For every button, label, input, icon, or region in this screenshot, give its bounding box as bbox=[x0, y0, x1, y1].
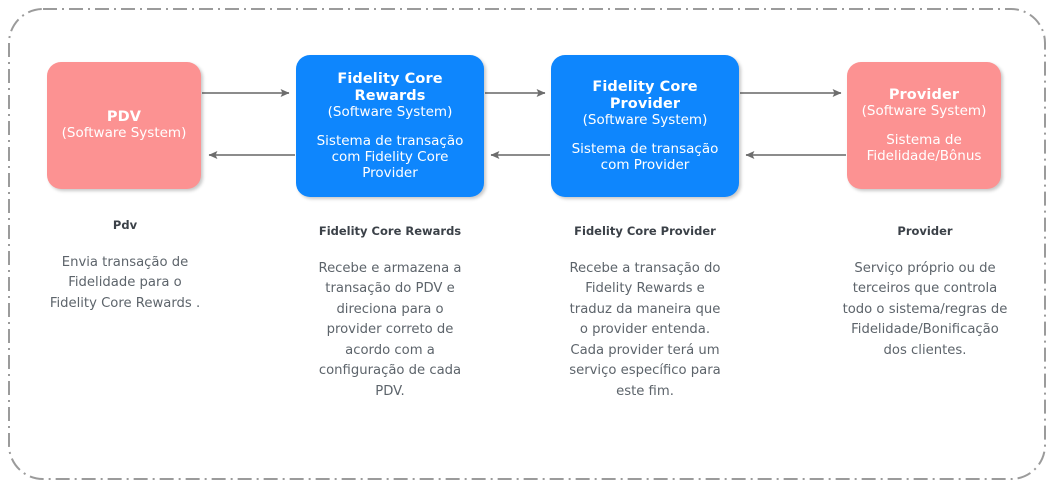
caption-title-provider: Provider bbox=[897, 224, 953, 238]
system-desc-provider: Sistema de Fidelidade/Bônus bbox=[866, 131, 982, 164]
system-subtitle-pdv: (Software System) bbox=[61, 125, 187, 142]
caption-body-fidelity-core-provider: Recebe a transação do Fidelity Rewards e… bbox=[569, 261, 721, 399]
system-subtitle-provider: (Software System) bbox=[861, 102, 987, 119]
system-subtitle-fidelity-core-provider: (Software System) bbox=[582, 111, 708, 128]
caption-body-pdv: Envia transação de Fidelidade para o Fid… bbox=[49, 255, 201, 311]
system-title-pdv: PDV bbox=[106, 108, 142, 125]
caption-title-fidelity-core-provider: Fidelity Core Provider bbox=[574, 224, 716, 238]
system-title-provider: Provider bbox=[888, 86, 960, 103]
caption-pdv: Pdv Envia transação de Fidelidade para o… bbox=[36, 218, 214, 314]
caption-fidelity-core-provider: Fidelity Core Provider Recebe a transaçã… bbox=[543, 224, 747, 402]
caption-fidelity-core-rewards: Fidelity Core Rewards Recebe e armazena … bbox=[288, 224, 492, 402]
caption-body-fidelity-core-rewards: Recebe e armazena a transação do PDV e d… bbox=[318, 261, 462, 399]
system-desc-fidelity-core-rewards: Sistema de transação com Fidelity Core P… bbox=[316, 132, 464, 181]
caption-title-fidelity-core-rewards: Fidelity Core Rewards bbox=[318, 224, 462, 238]
caption-body-provider: Serviço próprio ou de terceiros que cont… bbox=[842, 261, 1008, 358]
system-title-fidelity-core-rewards: Fidelity Core Rewards bbox=[337, 70, 443, 104]
system-box-pdv[interactable]: PDV (Software System) bbox=[47, 62, 201, 189]
caption-provider: Provider Serviço próprio ou de terceiros… bbox=[836, 224, 1014, 361]
system-box-fidelity-core-rewards[interactable]: Fidelity Core Rewards (Software System) … bbox=[296, 55, 484, 197]
system-box-provider[interactable]: Provider (Software System) Sistema de Fi… bbox=[847, 62, 1001, 189]
system-box-fidelity-core-provider[interactable]: Fidelity Core Provider (Software System)… bbox=[551, 55, 739, 197]
caption-title-pdv: Pdv bbox=[112, 218, 138, 232]
system-desc-fidelity-core-provider: Sistema de transação com Provider bbox=[571, 140, 719, 173]
system-title-fidelity-core-provider: Fidelity Core Provider bbox=[592, 78, 698, 112]
system-subtitle-fidelity-core-rewards: (Software System) bbox=[327, 103, 453, 120]
